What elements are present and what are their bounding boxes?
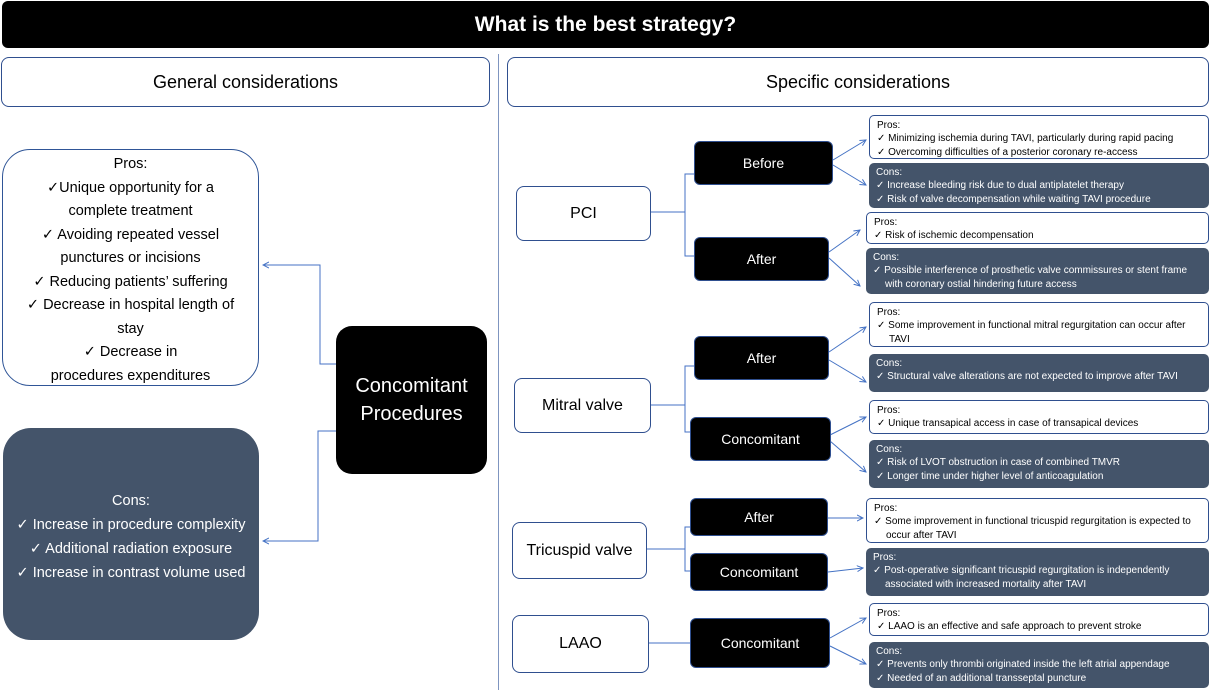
mitral-after-pros: Pros: ✓ Some improvement in functional m…	[869, 302, 1209, 347]
concomitant-procedures-label: Concomitant Procedures	[355, 375, 468, 425]
note-label: Pros:	[874, 503, 898, 514]
connector-pci-after	[651, 211, 694, 257]
general-pros-item: ✓ Reducing patients’ suffering	[33, 273, 228, 290]
general-cons-item: ✓ Increase in contrast volume used	[16, 565, 246, 581]
note-item: ✓ Possible interference of prosthetic va…	[873, 265, 1188, 290]
general-considerations-header: General considerations	[1, 57, 490, 107]
connector-mitral-concomitant	[651, 404, 690, 433]
note-item: ✓ Increase bleeding risk due to dual ant…	[876, 180, 1124, 192]
note-label: Cons:	[873, 252, 900, 263]
tricuspid-concomitant-pros: Pros: ✓ Post-operative significant tricu…	[866, 548, 1209, 596]
note-label: Pros:	[873, 552, 897, 563]
general-cons-item: ✓ Increase in procedure complexity	[16, 517, 246, 533]
pci-after-box: After	[694, 237, 829, 281]
note-label: Cons:	[876, 444, 903, 455]
note-item: ✓ Some improvement in functional tricusp…	[874, 516, 1191, 541]
tricuspid-after-pros: Pros: ✓ Some improvement in functional t…	[866, 498, 1209, 543]
note-label: Pros:	[877, 120, 901, 131]
note-label: Cons:	[876, 358, 903, 369]
pci-after-pros: Pros: ✓ Risk of ischemic decompensation	[866, 212, 1209, 244]
arrow-mitral-con-cons	[829, 440, 866, 472]
note-item: ✓ Minimizing ischemia during TAVI, parti…	[877, 133, 1174, 145]
pci-after-cons: Cons: ✓ Possible interference of prosthe…	[866, 248, 1209, 294]
column-divider	[498, 54, 499, 690]
pci-before-pros: Pros: ✓ Minimizing ischemia during TAVI,…	[869, 115, 1209, 159]
pci-before-box: Before	[694, 141, 833, 185]
arrow-laao-cons	[829, 645, 866, 664]
note-item: ✓ LAAO is an effective and safe approach…	[877, 621, 1142, 633]
note-label: Cons:	[876, 167, 903, 178]
note-item: ✓ Structural valve alterations are not e…	[876, 371, 1178, 383]
mitral-concomitant-pros: Pros: ✓ Unique transapical access in cas…	[869, 400, 1209, 434]
specific-considerations-header: Specific considerations	[507, 57, 1209, 107]
tricuspid-after-box: After	[690, 498, 828, 536]
general-pros-box: Pros: ✓Unique opportunity for a complete…	[2, 149, 259, 386]
general-cons-item: ✓ Additional radiation exposure	[29, 541, 233, 557]
category-pci: PCI	[516, 186, 651, 241]
connector-to-pros	[263, 265, 336, 365]
note-item: ✓ Risk of valve decompensation while wai…	[876, 193, 1151, 205]
category-laao: LAAO	[512, 615, 649, 673]
concomitant-procedures-box: Concomitant Procedures	[336, 326, 487, 474]
mitral-concomitant-box: Concomitant	[690, 417, 831, 461]
note-label: Pros:	[874, 217, 898, 228]
arrow-pci-before-cons	[832, 164, 866, 185]
general-pros-item: ✓ Decrease in procedures expenditures	[50, 344, 211, 384]
note-label: Pros:	[877, 405, 901, 416]
laao-concomitant-cons: Cons: ✓ Prevents only thrombi originated…	[869, 642, 1209, 688]
page-title: What is the best strategy?	[2, 1, 1209, 48]
category-tricuspid-valve: Tricuspid valve	[512, 522, 647, 579]
category-mitral-valve: Mitral valve	[514, 378, 651, 433]
connector-pci-before	[651, 173, 694, 213]
mitral-after-box: After	[694, 336, 829, 380]
general-cons-box: Cons: ✓ Increase in procedure complexity…	[3, 428, 259, 640]
note-item: ✓ Risk of ischemic decompensation	[874, 230, 1034, 242]
laao-concomitant-box: Concomitant	[690, 618, 830, 668]
pci-before-cons: Cons: ✓ Increase bleeding risk due to du…	[869, 163, 1209, 208]
arrow-mitral-con-pros	[829, 417, 866, 436]
connector-tricuspid-concomitant	[647, 548, 690, 572]
note-item: ✓ Post-operative significant tricuspid r…	[873, 565, 1170, 590]
arrow-pci-after-pros	[828, 230, 860, 253]
general-pros-label: Pros:	[113, 156, 148, 172]
note-item: ✓ Unique transapical access in case of t…	[877, 418, 1139, 430]
note-item: ✓ Prevents only thrombi originated insid…	[876, 659, 1170, 671]
arrow-tricuspid-con-pros	[827, 568, 863, 573]
note-item: ✓ Some improvement in functional mitral …	[877, 320, 1186, 345]
arrow-mitral-after-pros	[828, 327, 866, 353]
mitral-concomitant-cons: Cons: ✓ Risk of LVOT obstruction in case…	[869, 440, 1209, 488]
note-label: Pros:	[877, 608, 901, 619]
note-label: Pros:	[877, 307, 901, 318]
general-cons-label: Cons:	[112, 493, 150, 509]
connector-mitral-after	[651, 365, 694, 406]
general-pros-item: ✓ Avoiding repeated vessel punctures or …	[41, 226, 220, 267]
connector-tricuspid-after	[647, 526, 690, 550]
connector-to-cons	[263, 430, 336, 541]
arrow-pci-after-cons	[828, 257, 860, 286]
arrow-pci-before-pros	[832, 140, 866, 161]
general-pros-item: ✓Unique opportunity for a complete treat…	[47, 179, 214, 220]
laao-concomitant-pros: Pros: ✓ LAAO is an effective and safe ap…	[869, 603, 1209, 636]
note-item: ✓ Risk of LVOT obstruction in case of co…	[876, 457, 1121, 469]
note-item: ✓ Needed of an additional transseptal pu…	[876, 672, 1087, 684]
note-item: ✓ Longer time under higher level of anti…	[876, 470, 1104, 482]
general-pros-item: ✓ Decrease in hospital length of stay	[26, 297, 235, 337]
tricuspid-concomitant-box: Concomitant	[690, 553, 828, 591]
note-label: Cons:	[876, 646, 903, 657]
arrow-mitral-after-cons	[828, 359, 866, 382]
mitral-after-cons: Cons: ✓ Structural valve alterations are…	[869, 354, 1209, 392]
arrow-laao-pros	[829, 618, 866, 639]
note-item: ✓ Overcoming difficulties of a posterior…	[877, 146, 1138, 158]
